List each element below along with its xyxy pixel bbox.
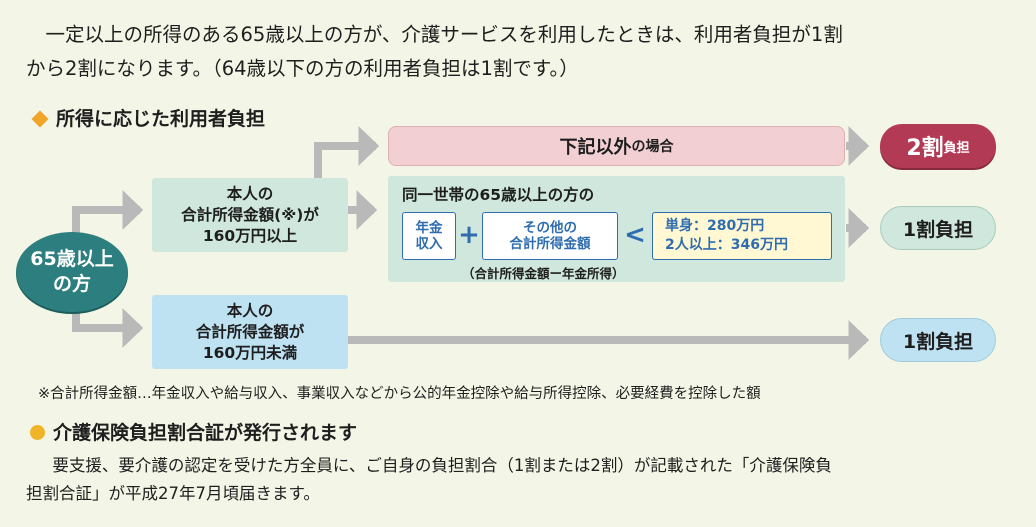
box-low-line-2: 合計所得金額が	[195, 322, 305, 341]
threshold-box: 単身：280万円 2人以上：346万円	[652, 212, 832, 260]
box-high-line-3: 160万円以上	[202, 226, 298, 245]
other-case-main: 下記以外	[559, 137, 632, 158]
box-low-line-1: 本人の	[226, 301, 274, 320]
start-node-65-plus: 65歳以上 の方	[16, 232, 128, 312]
result-10-percent-household: 1割負担	[880, 206, 996, 250]
other-income-box: その他の 合計所得金額	[482, 212, 618, 260]
section-title-income: 所得に応じた利用者負担	[30, 104, 265, 131]
start-node-line-2: の方	[52, 273, 91, 295]
section-title-certificate: 介護保険負担割合証が発行されます	[30, 418, 357, 445]
section-title-text: 所得に応じた利用者負担	[56, 108, 266, 130]
box-high-line-1: 本人の	[226, 184, 274, 203]
plus-sign: +	[458, 220, 480, 250]
certificate-paragraph: 要支援、要介護の認定を受けた方全員に、ご自身の負担割合（1割または2割）が記載さ…	[26, 452, 1016, 508]
other-income-caption: （合計所得金額ー年金所得）	[462, 266, 625, 281]
intro-paragraph: 一定以上の所得のある65歳以上の方が、介護サービスを利用したときは、利用者負担が…	[26, 18, 1016, 86]
arrow-start-to-low	[72, 308, 144, 348]
arrow-high-to-other	[314, 126, 380, 178]
result-20-main: 2割	[906, 136, 944, 161]
certificate-line-2: 担割合証」が平成27年7月頃届きます。	[26, 484, 320, 503]
box-income-under-160: 本人の 合計所得金額が 160万円未満	[152, 295, 348, 369]
box-income-160-or-more: 本人の 合計所得金額(※)が 160万円以上	[152, 178, 348, 252]
start-node-line-1: 65歳以上	[30, 248, 114, 270]
section-title-certificate-text: 介護保険負担割合証が発行されます	[53, 422, 358, 444]
result-20-percent: 2割負担	[880, 124, 996, 168]
pension-line-2: 収入	[415, 236, 443, 252]
other-income-line-1: その他の	[523, 220, 577, 236]
intro-line-2: から2割になります。（64歳以下の方の利用者負担は1割です。）	[26, 57, 579, 80]
threshold-multiple: 2人以上：346万円	[665, 237, 788, 253]
box-high-line-2: 合計所得金額(※)が	[181, 205, 319, 224]
other-case-suffix: の場合	[631, 139, 674, 155]
box-low-line-3: 160万円未満	[202, 343, 298, 362]
result-20-suffix: 負担	[943, 140, 970, 156]
threshold-single: 単身：280万円	[665, 218, 765, 234]
pension-income-box: 年金 収入	[402, 212, 456, 260]
intro-line-1: 一定以上の所得のある65歳以上の方が、介護サービスを利用したときは、利用者負担が…	[45, 23, 843, 46]
result-10-percent-low-income: 1割負担	[880, 318, 996, 362]
circle-bullet-icon	[30, 424, 45, 440]
less-than-sign: <	[624, 220, 646, 250]
household-title: 同一世帯の65歳以上の方の	[402, 186, 595, 204]
other-income-line-2: 合計所得金額	[509, 236, 591, 252]
pension-line-1: 年金	[415, 220, 443, 236]
arrow-start-to-high	[72, 190, 144, 236]
other-case-bar: 下記以外の場合	[388, 126, 845, 166]
certificate-line-1: 要支援、要介護の認定を受けた方全員に、ご自身の負担割合（1割または2割）が記載さ…	[52, 456, 832, 475]
footnote: ※合計所得金額…年金収入や給与収入、事業収入などから公的年金控除や給与所得控除、…	[38, 386, 761, 402]
